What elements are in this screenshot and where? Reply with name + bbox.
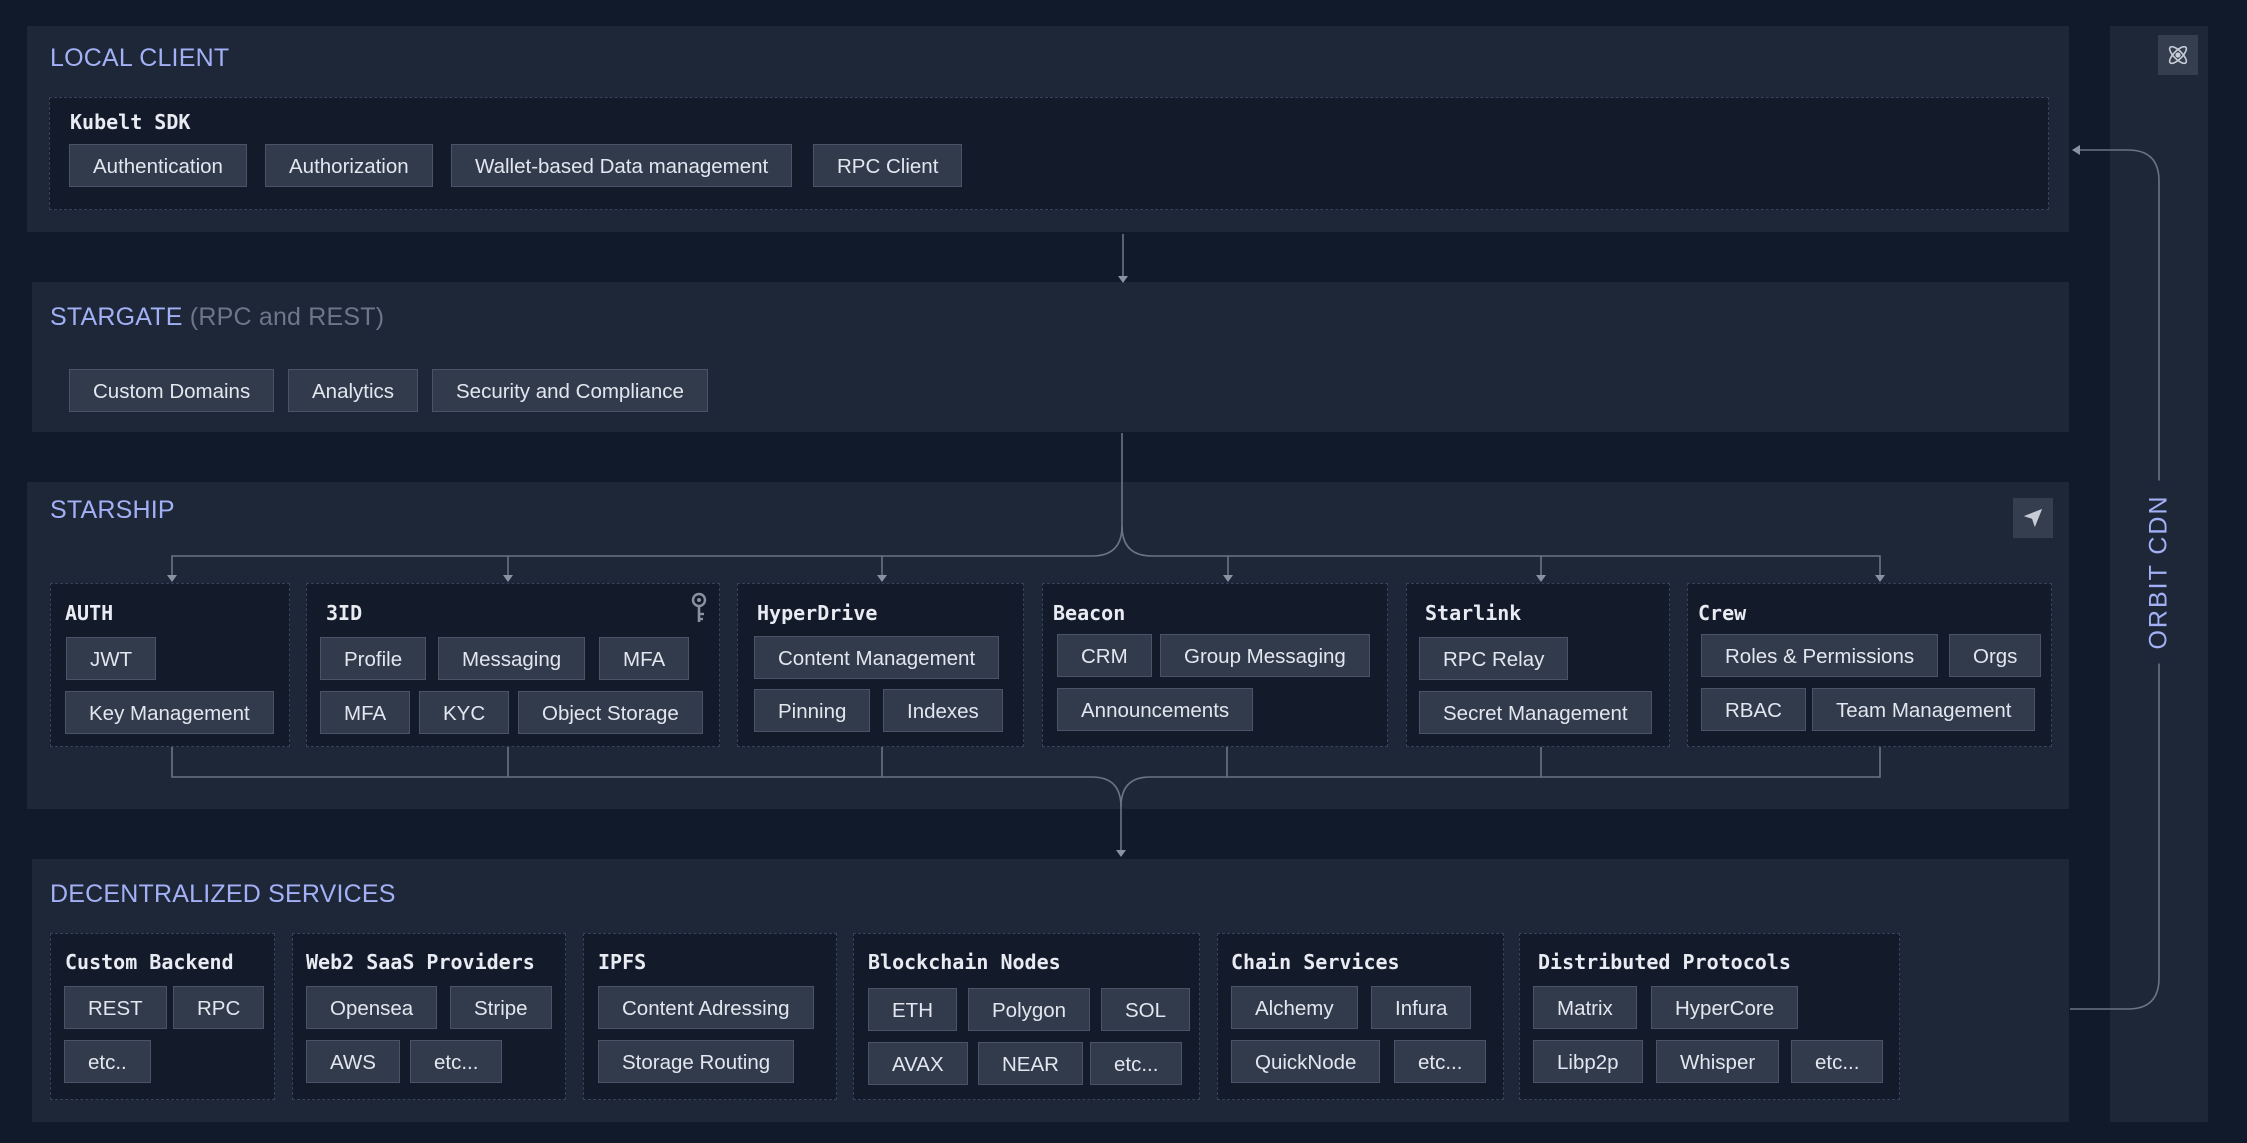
chip-pinning: Pinning [754, 689, 871, 732]
decentralized-services-title: DECENTRALIZED SERVICES [50, 880, 396, 908]
starlink-title: Starlink [1425, 601, 1522, 625]
chip-near: NEAR [978, 1042, 1083, 1085]
chip-orgs: Orgs [1949, 634, 2042, 677]
chip-secret-management: Secret Management [1419, 691, 1652, 734]
key-icon [688, 592, 710, 629]
chip-key-management: Key Management [65, 691, 274, 734]
chip-etc-distributed: etc... [1791, 1040, 1884, 1083]
hyperdrive-title: HyperDrive [757, 601, 878, 625]
chip-opensea: Opensea [306, 986, 438, 1029]
stargate-title-main: STARGATE [50, 303, 183, 331]
stargate-subtitle: (RPC and REST) [189, 303, 385, 331]
chip-security-compliance: Security and Compliance [432, 369, 708, 412]
blockchain-nodes-title: Blockchain Nodes [868, 950, 1061, 974]
chip-custom-domains: Custom Domains [69, 369, 275, 412]
chip-kyc: KYC [419, 691, 510, 734]
chip-etc-blockchain: etc... [1090, 1042, 1183, 1085]
chip-rbac: RBAC [1701, 688, 1806, 731]
chip-rpc-relay: RPC Relay [1419, 637, 1569, 680]
chip-sol: SOL [1101, 988, 1191, 1031]
auth-title: AUTH [65, 601, 114, 625]
chip-etc-backend: etc.. [64, 1040, 151, 1083]
chip-aws: AWS [306, 1040, 400, 1083]
threeid-title: 3ID [326, 601, 363, 625]
chip-quicknode: QuickNode [1231, 1040, 1381, 1083]
chip-storage-routing: Storage Routing [598, 1040, 795, 1083]
chip-rest: REST [64, 986, 167, 1029]
kubelt-sdk-title: Kubelt SDK [70, 110, 191, 134]
chip-analytics: Analytics [288, 369, 419, 412]
chip-hypercore: HyperCore [1651, 986, 1799, 1029]
chip-rpc-client: RPC Client [813, 144, 963, 187]
chip-mfa-2: MFA [320, 691, 411, 734]
chip-eth: ETH [868, 988, 957, 1031]
chip-roles-permissions: Roles & Permissions [1701, 634, 1939, 677]
chip-polygon: Polygon [968, 988, 1091, 1031]
chip-matrix: Matrix [1533, 986, 1637, 1029]
chip-indexes: Indexes [883, 689, 1003, 732]
chip-group-messaging: Group Messaging [1160, 634, 1370, 677]
chip-crm: CRM [1057, 634, 1152, 677]
chip-stripe: Stripe [450, 986, 552, 1029]
chip-libp2p: Libp2p [1533, 1040, 1643, 1083]
send-icon [2013, 498, 2053, 538]
chip-infura: Infura [1371, 986, 1472, 1029]
chip-team-management: Team Management [1812, 688, 2036, 731]
chain-services-title: Chain Services [1231, 950, 1400, 974]
chip-authentication: Authentication [69, 144, 247, 187]
ipfs-title: IPFS [598, 950, 647, 974]
chip-alchemy: Alchemy [1231, 986, 1358, 1029]
beacon-title: Beacon [1053, 601, 1126, 625]
chip-content-management: Content Management [754, 636, 1000, 679]
chip-announcements: Announcements [1057, 688, 1254, 731]
chip-avax: AVAX [868, 1042, 968, 1085]
chip-whisper: Whisper [1656, 1040, 1780, 1083]
chip-content-adressing: Content Adressing [598, 986, 814, 1029]
chip-profile: Profile [320, 637, 427, 680]
orbit-cdn-label: ORBIT CDN [2144, 480, 2174, 664]
distributed-protocols-title: Distributed Protocols [1538, 950, 1791, 974]
chip-rpc: RPC [173, 986, 265, 1029]
chip-mfa-1: MFA [599, 637, 690, 680]
stargate-title: STARGATE (RPC and REST) [50, 303, 384, 332]
chip-etc-chain: etc... [1394, 1040, 1487, 1083]
starship-title: STARSHIP [50, 496, 175, 524]
local-client-title: LOCAL CLIENT [50, 44, 230, 72]
chip-authorization: Authorization [265, 144, 433, 187]
chip-wallet-data-management: Wallet-based Data management [451, 144, 793, 187]
atom-icon [2158, 35, 2198, 75]
chip-jwt: JWT [66, 637, 157, 680]
chip-etc-web2: etc... [410, 1040, 503, 1083]
chip-object-storage: Object Storage [518, 691, 703, 734]
crew-title: Crew [1698, 601, 1747, 625]
custom-backend-title: Custom Backend [65, 950, 234, 974]
chip-messaging: Messaging [438, 637, 586, 680]
web2-saas-title: Web2 SaaS Providers [306, 950, 535, 974]
